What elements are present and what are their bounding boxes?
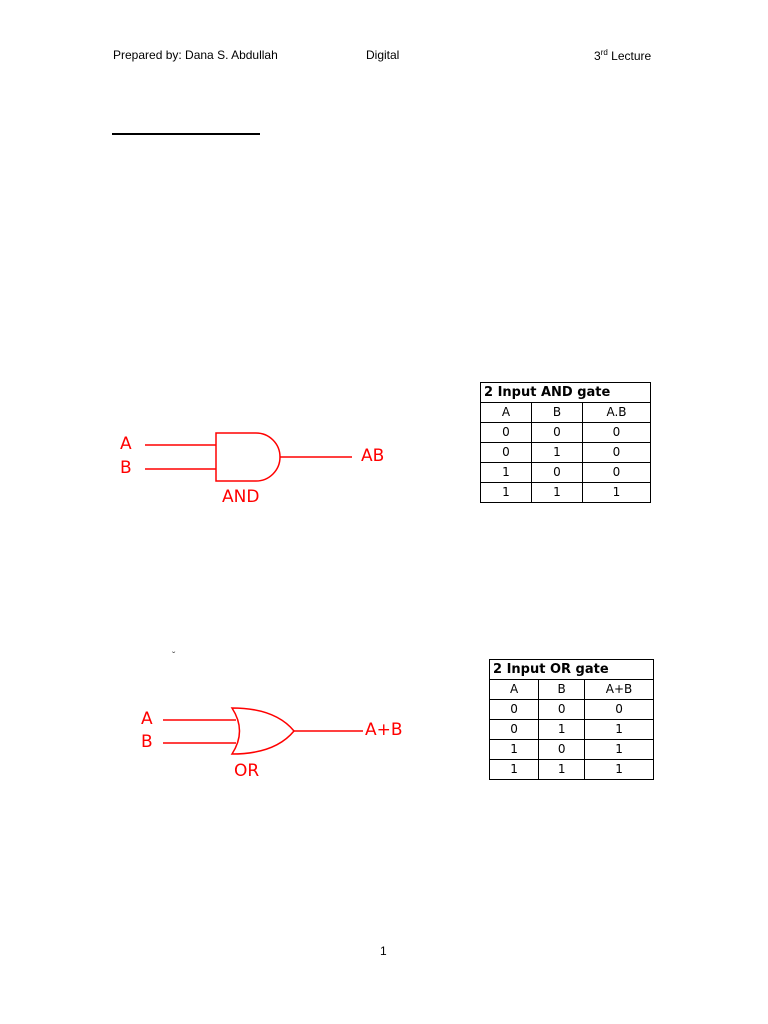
and-col-a: A bbox=[480, 402, 532, 423]
table-cell: 1 bbox=[582, 482, 651, 503]
table-cell: 1 bbox=[584, 719, 654, 740]
table-cell: 1 bbox=[538, 759, 586, 780]
or-col-out: A+B bbox=[584, 679, 654, 700]
and-output-label: AB bbox=[361, 446, 384, 466]
header-subject: Digital bbox=[366, 48, 400, 62]
heading-underline bbox=[112, 133, 260, 135]
stray-mark: ˇ bbox=[172, 651, 176, 662]
or-table-title: 2 Input OR gate bbox=[489, 659, 654, 680]
table-cell: 0 bbox=[584, 699, 654, 720]
and-gate-name: AND bbox=[222, 487, 259, 507]
table-cell: 1 bbox=[480, 482, 532, 503]
table-cell: 1 bbox=[584, 759, 654, 780]
or-input-b-label: B bbox=[141, 732, 153, 752]
or-col-b: B bbox=[538, 679, 586, 700]
and-table-title: 2 Input AND gate bbox=[480, 382, 651, 403]
table-cell: 1 bbox=[538, 719, 586, 740]
or-gate-name: OR bbox=[234, 761, 259, 781]
or-gate-diagram: A B A+B OR bbox=[141, 707, 403, 781]
and-input-a-label: A bbox=[120, 434, 132, 454]
header-lecture: 3rd Lecture bbox=[594, 48, 651, 63]
lecture-number: 3 bbox=[594, 49, 601, 63]
lecture-word: Lecture bbox=[607, 49, 652, 63]
table-cell: 0 bbox=[582, 422, 651, 443]
table-cell: 1 bbox=[531, 482, 583, 503]
or-input-a-label: A bbox=[141, 709, 153, 729]
table-cell: 0 bbox=[538, 699, 586, 720]
and-gate-diagram: A B AB AND bbox=[120, 432, 384, 507]
table-cell: 1 bbox=[480, 462, 532, 483]
table-cell: 0 bbox=[531, 422, 583, 443]
table-cell: 0 bbox=[582, 462, 651, 483]
table-cell: 0 bbox=[488, 719, 540, 740]
table-cell: 1 bbox=[531, 442, 583, 463]
and-input-b-label: B bbox=[120, 458, 132, 478]
and-col-b: B bbox=[531, 402, 583, 423]
lecture-ordinal: rd bbox=[600, 48, 608, 57]
table-cell: 0 bbox=[480, 422, 532, 443]
table-cell: 1 bbox=[488, 759, 540, 780]
page-number: 1 bbox=[380, 944, 387, 958]
table-cell: 0 bbox=[582, 442, 651, 463]
table-cell: 0 bbox=[538, 739, 586, 760]
header-author: Prepared by: Dana S. Abdullah bbox=[113, 48, 278, 62]
or-output-label: A+B bbox=[365, 720, 403, 740]
table-cell: 0 bbox=[480, 442, 532, 463]
and-col-out: A.B bbox=[582, 402, 651, 423]
table-cell: 1 bbox=[488, 739, 540, 760]
table-cell: 1 bbox=[584, 739, 654, 760]
table-cell: 0 bbox=[531, 462, 583, 483]
or-col-a: A bbox=[488, 679, 540, 700]
table-cell: 0 bbox=[488, 699, 540, 720]
or-gate-symbol bbox=[230, 707, 295, 755]
and-gate-symbol bbox=[215, 432, 281, 482]
